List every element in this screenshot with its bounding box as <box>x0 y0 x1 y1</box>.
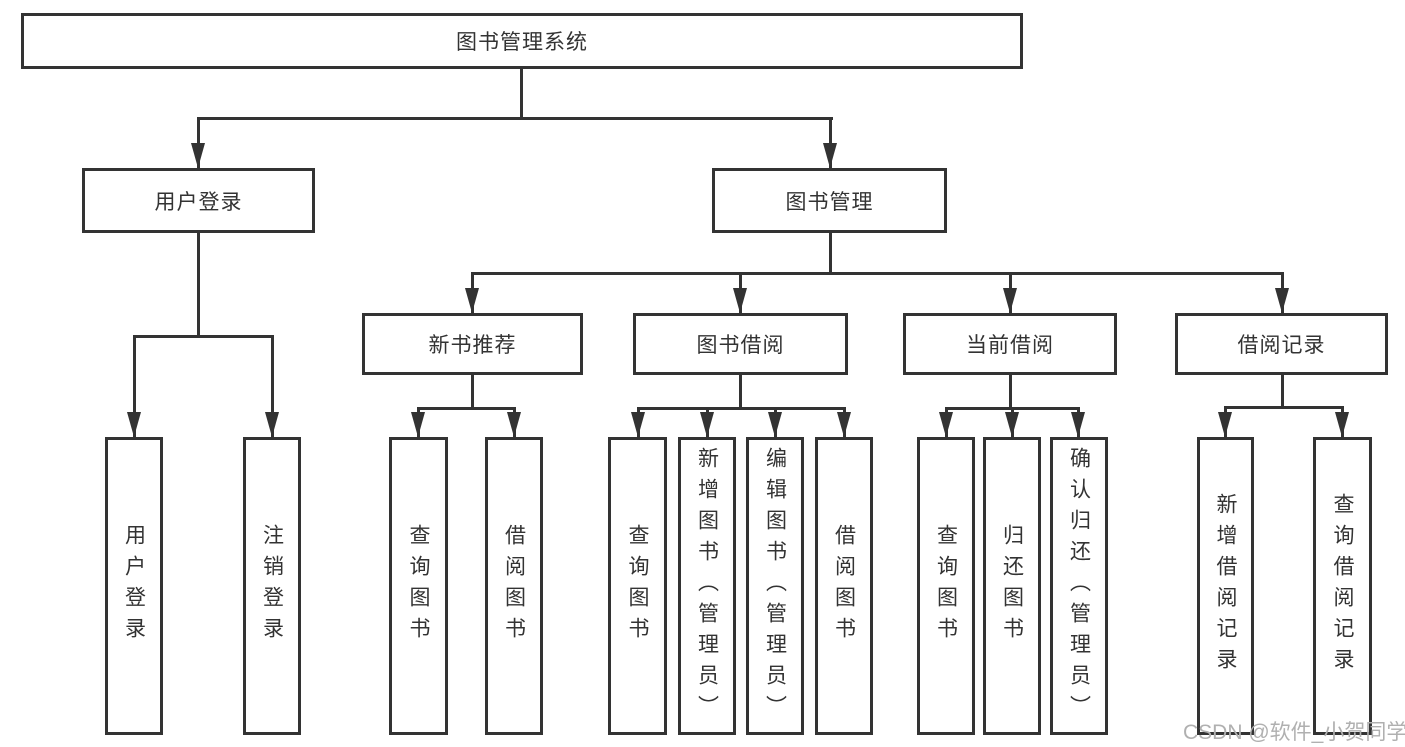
node-user-login-label: 用户登录 <box>154 190 243 214</box>
connector-line <box>133 335 136 437</box>
connector-line <box>271 335 274 437</box>
connector-line <box>1224 406 1344 409</box>
arrow-down-icon <box>127 412 141 437</box>
node-borrow-record-label: 借阅记录 <box>1237 334 1326 357</box>
leaf-borrow-add-admin-label: 新增图书（管理员） <box>695 446 719 726</box>
leaf-newbook-borrow: 借阅图书 <box>485 437 543 735</box>
node-new-book-recommend-label: 新书推荐 <box>428 334 517 357</box>
arrow-down-icon <box>700 412 714 437</box>
connector-line <box>739 373 742 409</box>
arrow-down-icon <box>1005 412 1019 437</box>
leaf-record-add: 新增借阅记录 <box>1197 437 1254 735</box>
leaf-user-login-label: 用户登录 <box>122 524 146 648</box>
node-root: 图书管理系统 <box>21 13 1023 69</box>
arrow-down-icon <box>823 143 837 168</box>
leaf-current-return: 归还图书 <box>983 437 1041 735</box>
connector-line <box>1281 373 1284 408</box>
connector-line <box>197 117 833 120</box>
node-book-borrow-label: 图书借阅 <box>696 334 785 357</box>
connector-line <box>197 230 200 337</box>
connector-line <box>471 373 474 409</box>
leaf-newbook-query: 查询图书 <box>389 437 448 735</box>
node-borrow-record: 借阅记录 <box>1175 313 1388 375</box>
node-new-book-recommend: 新书推荐 <box>362 313 583 375</box>
arrow-down-icon <box>1218 412 1232 437</box>
arrow-down-icon <box>507 412 521 437</box>
arrow-down-icon <box>939 412 953 437</box>
node-book-borrow: 图书借阅 <box>633 313 848 375</box>
connector-line <box>471 272 1284 275</box>
leaf-record-query: 查询借阅记录 <box>1313 437 1372 735</box>
leaf-borrow-book-label: 借阅图书 <box>832 524 856 648</box>
arrow-down-icon <box>265 412 279 437</box>
node-current-borrow: 当前借阅 <box>903 313 1117 375</box>
connector-line <box>637 407 846 410</box>
arrow-down-icon <box>768 412 782 437</box>
arrow-down-icon <box>465 288 479 313</box>
arrow-down-icon <box>1335 412 1349 437</box>
node-user-login: 用户登录 <box>82 168 315 233</box>
leaf-borrow-edit-admin: 编辑图书（管理员） <box>746 437 804 735</box>
leaf-current-confirm-admin: 确认归还（管理员） <box>1050 437 1108 735</box>
leaf-logout: 注销登录 <box>243 437 301 735</box>
leaf-record-add-label: 新增借阅记录 <box>1214 493 1237 679</box>
leaf-record-query-label: 查询借阅记录 <box>1331 493 1354 679</box>
leaf-user-login: 用户登录 <box>105 437 163 735</box>
leaf-borrow-query: 查询图书 <box>608 437 667 735</box>
connector-line <box>829 230 832 274</box>
leaf-current-query-label: 查询图书 <box>934 524 958 648</box>
arrow-down-icon <box>1003 288 1017 313</box>
connector-line <box>197 117 200 168</box>
connector-line <box>133 335 274 338</box>
leaf-newbook-borrow-label: 借阅图书 <box>502 524 526 648</box>
connector-line <box>520 66 523 118</box>
leaf-borrow-add-admin: 新增图书（管理员） <box>678 437 736 735</box>
leaf-borrow-book: 借阅图书 <box>815 437 873 735</box>
csdn-watermark: CSDN @软件_小贺同学 <box>1183 721 1405 744</box>
leaf-logout-label: 注销登录 <box>260 524 284 648</box>
leaf-current-query: 查询图书 <box>917 437 975 735</box>
node-book-management: 图书管理 <box>712 168 947 233</box>
leaf-current-return-label: 归还图书 <box>1000 524 1024 648</box>
node-book-management-label: 图书管理 <box>785 190 874 214</box>
arrow-down-icon <box>733 288 747 313</box>
arrow-down-icon <box>1071 412 1085 437</box>
connector-line <box>1009 373 1012 409</box>
leaf-borrow-query-label: 查询图书 <box>626 524 649 648</box>
arrow-down-icon <box>1275 288 1289 313</box>
connector-line <box>417 407 516 410</box>
connector-line <box>829 117 832 168</box>
arrow-down-icon <box>191 143 205 168</box>
leaf-current-confirm-admin-label: 确认归还（管理员） <box>1067 446 1091 726</box>
leaf-borrow-edit-admin-label: 编辑图书（管理员） <box>763 446 787 726</box>
leaf-newbook-query-label: 查询图书 <box>407 524 430 648</box>
arrow-down-icon <box>837 412 851 437</box>
node-current-borrow-label: 当前借阅 <box>966 334 1054 357</box>
arrow-down-icon <box>411 412 425 437</box>
node-root-label: 图书管理系统 <box>456 31 588 54</box>
arrow-down-icon <box>631 412 645 437</box>
